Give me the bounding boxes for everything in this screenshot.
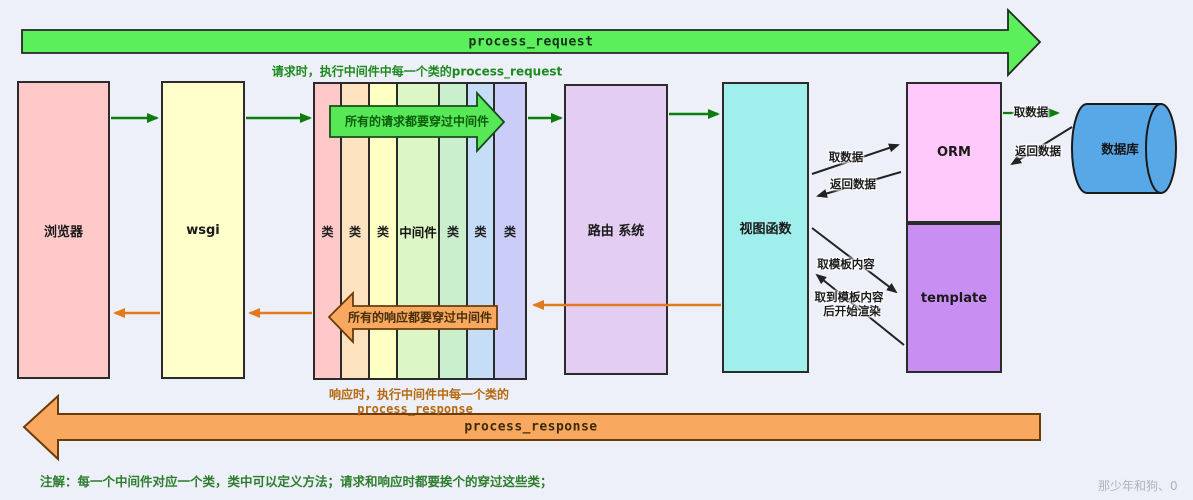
fetch-data-view-label: 取数据: [828, 150, 864, 164]
orm-label: ORM: [937, 145, 971, 160]
template-label: template: [920, 290, 988, 306]
process-response-banner-label: process_response: [464, 419, 598, 435]
browser-label: 浏览器: [43, 224, 83, 240]
template-box: template: [906, 223, 1002, 373]
view-function-label: 视图函数: [739, 222, 792, 237]
router-label: 路由 系统: [587, 224, 645, 239]
orm-box: ORM: [906, 82, 1002, 223]
request-note: 请求时，执行中间件中每一个类的process_request: [271, 64, 563, 79]
footnote: 注解：每一个中间件对应一个类，类中可以定义方法；请求和响应时都要挨个的穿过这些类…: [40, 474, 553, 489]
got-template-label-line2: 后开始渲染: [823, 304, 881, 318]
router-box: 路由 系统: [564, 84, 668, 375]
return-data-db-label: 返回数据: [1015, 144, 1061, 158]
wsgi-box: wsgi: [161, 81, 245, 379]
database-label: 数据库: [1101, 141, 1139, 157]
middleware-response-arrow-label: 所有的响应都要穿过中间件: [347, 310, 493, 325]
got-template-label-line1: 取到模板内容: [814, 290, 884, 304]
response-note-line1: 响应时，执行中间件中每一个类的: [328, 387, 510, 402]
browser-box: 浏览器: [17, 81, 110, 379]
middleware-class-stripe: 类: [315, 84, 342, 378]
middleware-class-stripe: 类: [495, 84, 525, 378]
view-function-box: 视图函数: [722, 82, 809, 373]
fetch-data-db-label: 取数据: [1013, 105, 1049, 119]
fetch-template-label: 取模板内容: [817, 257, 875, 271]
process-request-banner-label: process_request: [468, 34, 594, 50]
return-data-view-label: 返回数据: [830, 177, 876, 191]
middleware-request-arrow-label: 所有的请求都要穿过中间件: [344, 114, 490, 129]
watermark: 那少年和狗、0: [1098, 479, 1178, 493]
wsgi-label: wsgi: [186, 222, 220, 238]
response-note-line2: process_response: [357, 402, 473, 416]
